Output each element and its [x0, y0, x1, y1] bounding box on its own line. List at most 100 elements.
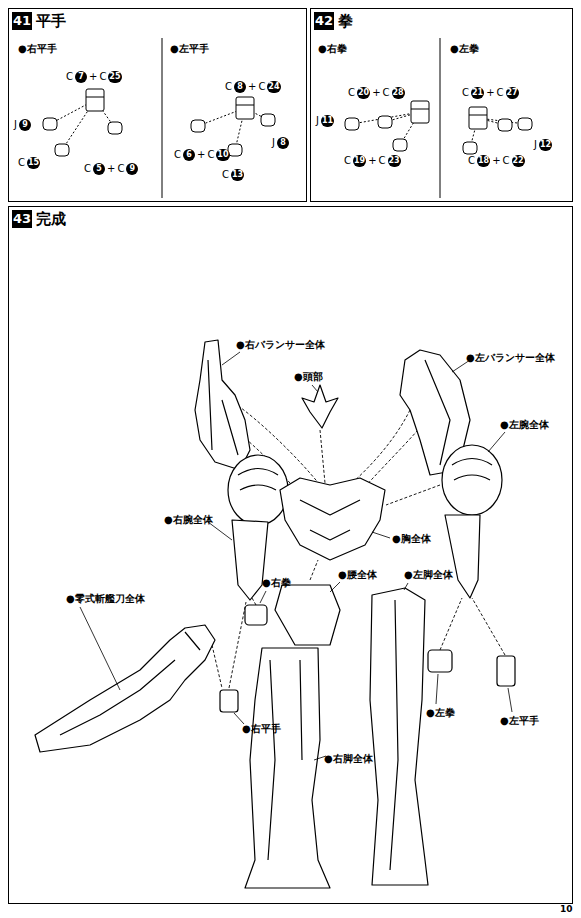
hand-piece	[191, 120, 205, 132]
guide-line	[320, 430, 325, 483]
label-row: J12	[534, 138, 552, 151]
label-row: C20+C28	[348, 86, 405, 99]
callout-number: 9	[19, 119, 31, 131]
step-number: 41	[12, 12, 32, 30]
guide-line	[362, 430, 418, 490]
part-name: ●左腕全体	[500, 418, 549, 431]
part-name: ●右拳	[318, 42, 347, 55]
runner-letter: C	[174, 148, 181, 161]
label-row: ●左バランサー全体	[466, 351, 555, 364]
runner-letter: C	[348, 86, 355, 99]
hand-piece	[55, 144, 69, 156]
runner-letter: C	[225, 80, 232, 93]
sword-detail	[60, 632, 200, 735]
right-shoulder	[228, 455, 288, 525]
palm-detail	[236, 105, 254, 106]
right-balancer	[195, 340, 250, 470]
callout-number: 11	[321, 115, 334, 127]
left-leg	[370, 588, 428, 885]
hand-parts	[43, 89, 532, 156]
part-name: ●左平手	[170, 42, 209, 55]
guide-line	[310, 560, 318, 580]
callout-number: 21	[471, 87, 484, 99]
label-row: ●左平手	[170, 42, 209, 55]
runner-letter: C	[379, 154, 386, 167]
label-row: C8+C24	[225, 80, 281, 93]
step-number: 42	[314, 12, 334, 30]
callout-number: 19	[353, 155, 366, 167]
hand-piece	[378, 116, 392, 128]
label-row: ●右拳	[262, 576, 291, 589]
hand-piece	[345, 118, 359, 130]
runner-letter: J	[316, 114, 319, 127]
hand-piece	[43, 118, 57, 130]
plus-sign: +	[248, 80, 256, 93]
leader-line	[312, 385, 318, 392]
leader-line	[436, 674, 438, 704]
divider	[440, 38, 441, 198]
part-name: ●胸全体	[392, 532, 431, 545]
step-panel: 41平手	[8, 8, 307, 202]
label-row: ●零式斬艦刀全体	[66, 592, 145, 605]
leader-lines	[80, 352, 512, 760]
callout-number: 6	[183, 149, 195, 161]
right-fist	[245, 605, 267, 625]
callout-number: 18	[477, 155, 490, 167]
leader-line	[330, 582, 340, 592]
hand-piece	[228, 144, 242, 156]
palm-detail	[411, 109, 429, 110]
leader-line	[260, 591, 266, 603]
part-name: ●左脚全体	[404, 568, 453, 581]
callout-number: 23	[388, 155, 401, 167]
part-name: ●右平手	[242, 722, 281, 735]
hand-piece	[393, 139, 407, 151]
runner-letter: C	[462, 86, 469, 99]
plus-sign: +	[492, 154, 500, 167]
leader-line	[508, 688, 512, 712]
callout-number: 25	[108, 71, 121, 83]
plus-sign: +	[368, 154, 376, 167]
callout-number: 13	[231, 169, 244, 181]
leader-line	[222, 352, 240, 365]
hand-piece	[463, 142, 477, 154]
callout-number: 8	[277, 137, 289, 149]
hand-piece	[108, 122, 122, 134]
callout-number: 8	[234, 81, 246, 93]
runner-letter: C	[497, 86, 504, 99]
runner-letter: C	[207, 148, 214, 161]
chest	[280, 478, 385, 560]
right-open-hand	[220, 690, 238, 712]
palm-part	[86, 89, 104, 111]
robot-parts	[35, 340, 515, 888]
leader-line	[488, 432, 505, 452]
step-heading: 42拳	[311, 9, 572, 30]
label-row: ●腰全体	[338, 568, 377, 581]
zanken-sword	[35, 625, 215, 752]
label-row: C13	[222, 168, 244, 181]
leader-line	[372, 532, 390, 538]
plus-sign: +	[197, 148, 205, 161]
callout-number: 10	[216, 149, 229, 161]
label-row: ●右平手	[242, 722, 281, 735]
label-row: J8	[272, 136, 289, 149]
leader-line	[404, 583, 408, 590]
label-row: C19+C23	[344, 154, 401, 167]
part-name: ●右平手	[18, 42, 57, 55]
step-panel: 42拳	[310, 8, 573, 202]
left-fist	[428, 650, 452, 672]
label-row: ●右脚全体	[324, 752, 373, 765]
runner-letter: C	[344, 154, 351, 167]
part-name: ●零式斬艦刀全体	[66, 592, 145, 605]
guide-line	[350, 410, 410, 485]
label-row: ●左脚全体	[404, 568, 453, 581]
callout-number: 24	[267, 81, 280, 93]
left-balancer-detail	[425, 360, 450, 465]
shoulder-detail	[238, 469, 278, 491]
guide-line	[229, 602, 246, 688]
callout-number: 5	[93, 163, 105, 175]
label-row: ●右平手	[18, 42, 57, 55]
head	[302, 385, 338, 428]
label-row: C21+C27	[462, 86, 519, 99]
plus-sign: +	[89, 70, 97, 83]
